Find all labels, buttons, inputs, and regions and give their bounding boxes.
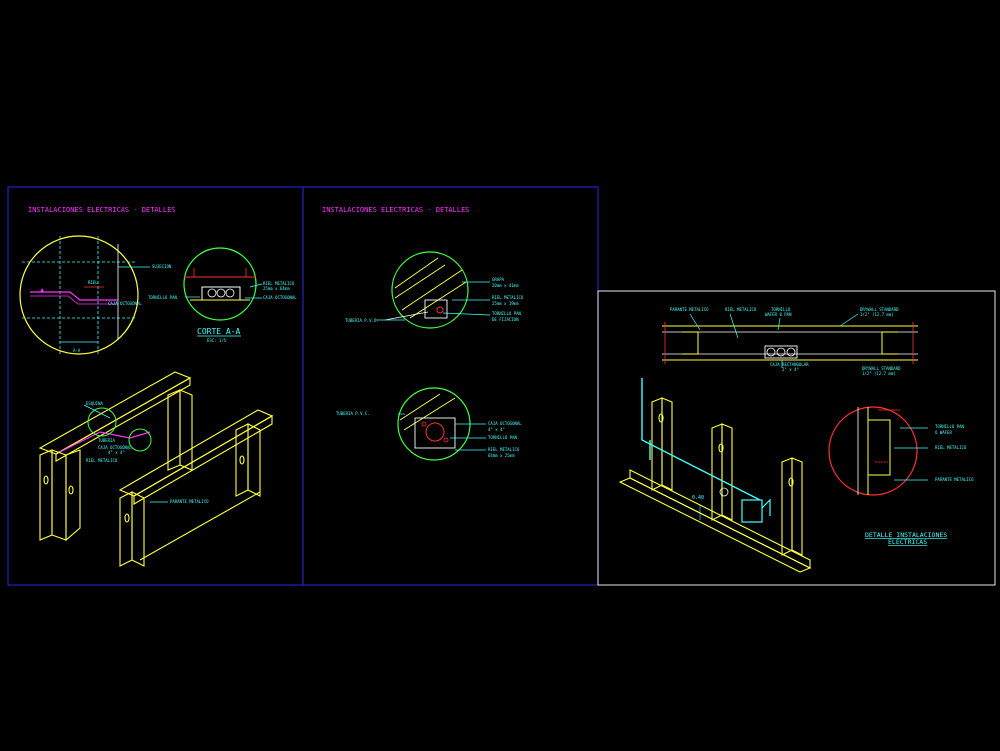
label-caja-octogonal-s2: CAJA OCTOGONAL	[488, 421, 522, 426]
plan-section: PARANTE METALICO RIEL METALICO TORNILLO …	[662, 307, 918, 376]
label-drywall-2-dim: 1/2" (12.7 mm)	[862, 371, 896, 376]
corte-title: CORTE A-A	[197, 327, 241, 336]
svg-text:▲: ▲	[40, 286, 45, 294]
sheet1-title: INSTALACIONES ELECTRICAS - DETALLES	[28, 206, 176, 214]
sheet3-title-line2: ELECTRICAS	[888, 538, 927, 546]
label-riel-metalico-2-s2: RIEL METALICO	[488, 447, 520, 452]
label-caja-octogonal: CAJA OCTOGONAL	[263, 295, 297, 300]
label-caja-dim-s2: 4" x 4"	[488, 427, 505, 432]
label-drywall-dim: 1/2" (12.7 mm)	[860, 312, 894, 317]
label-tuberia: TUBERIA	[98, 438, 115, 443]
label-caja-dim-s3: 2" x 4"	[782, 367, 799, 372]
sheet3-title-line1: DETALLE INSTALACIONES	[865, 531, 947, 539]
label-parante-metalico-2-s3: PARANTE METALICO	[935, 477, 974, 482]
sheet1: INSTALACIONES ELECTRICAS - DETALLES ▲ A-…	[19, 206, 297, 567]
sheet2-title: INSTALACIONES ELECTRICAS - DETALLES	[322, 206, 470, 214]
label-grapa-dim: 20mm x 41mm	[492, 283, 519, 288]
label-drywall-2: DRYWALL STANDARD	[862, 366, 901, 371]
sheet-frame-right	[597, 290, 996, 586]
label-riel-metalico-s3: RIEL METALICO	[725, 307, 757, 312]
label-caja-dim: 4" x 4"	[108, 450, 125, 455]
detail-marker-2	[128, 428, 152, 452]
isometric-frame-3	[618, 397, 812, 573]
label-caja-rectangular: CAJA RECTANGULAR	[770, 362, 809, 367]
label-riel-metalico: RIEL METALICO	[263, 281, 295, 286]
label-drywall: DRYWALL STANDARD	[860, 307, 899, 312]
label-tornillo-pan-s2: TORNILLO PAN	[492, 311, 521, 316]
label-tornillo-pan-s3: TORNILLO PAN	[935, 424, 964, 429]
sheet3: PARANTE METALICO RIEL METALICO TORNILLO …	[618, 307, 974, 573]
label-wafer: WAFER 8 PAN	[765, 312, 792, 317]
electrical-box-s3	[741, 499, 763, 523]
isometric-frame-1	[38, 371, 274, 567]
detail-circle-sujecion: ▲ A-A SUJECION RIEL CAJA OCTOGONAL	[19, 235, 172, 355]
label-dim-040: 0.40	[692, 495, 704, 501]
detail-circle-s3: TORNILLO PAN O WAFER RIEL METALICO PARAN…	[828, 406, 974, 496]
conduit-s3	[641, 378, 761, 501]
label-de-fijacion: DE FIJACION	[492, 317, 519, 322]
label-caja-octogonal-3: CAJA OCTOGONAL	[98, 445, 132, 450]
label-riel-metalico-s2: RIEL METALICO	[492, 295, 524, 300]
label-tornillo-pan-3: TORNILLO PAN	[488, 435, 517, 440]
corte-scale: ESC: 1/5	[207, 338, 227, 343]
conduit-path	[59, 431, 151, 453]
label-caja-octogonal-2: CAJA OCTOGONAL	[108, 301, 142, 306]
label-riel: RIEL	[88, 280, 98, 285]
detail-marker-1	[87, 407, 117, 437]
label-tornillo-s3: TORNILLO	[771, 307, 791, 312]
label-o-wafer: O WAFER	[935, 430, 952, 435]
detail-circle-caja: TUBERIA P.V.C. CAJA OCTOGONAL 4" x 4" TO…	[336, 387, 522, 461]
label-riel-metalico-2-dim-s2: 64mm x 25mm	[488, 453, 515, 458]
corte-aa: RIEL METALICO 25mm x 64mm TORNILLO PAN C…	[148, 247, 297, 343]
detail-circle-grapa: GRAPA 20mm x 41mm RIEL METALICO 25mm x 1…	[345, 251, 524, 329]
sheet2: INSTALACIONES ELECTRICAS - DETALLES GRAP…	[322, 206, 524, 461]
label-parante-metalico-s3: PARANTE METALICO	[670, 307, 709, 312]
label-tuberia-pvc-1: TUBERIA P.V.C.	[345, 318, 379, 323]
label-tuberia-pvc-2: TUBERIA P.V.C.	[336, 411, 370, 416]
label-grapa: GRAPA	[492, 277, 505, 282]
label-sujecion: SUJECION	[152, 264, 172, 269]
label-riel-metalico-2: RIEL METALICO	[86, 458, 118, 463]
label-esquina: ESQUINA	[86, 401, 103, 406]
label-parante-metalico: PARANTE METALICO	[170, 499, 209, 504]
label-riel-metalico-dim-s2: 25mm x 19mm	[492, 301, 519, 306]
label-riel-metalico-dim: 25mm x 64mm	[263, 286, 290, 291]
label-riel-metalico-2-s3: RIEL METALICO	[935, 445, 967, 450]
label-tornillo-pan: TORNILLO PAN	[148, 295, 177, 300]
dim-label-a: A-A	[73, 348, 81, 353]
